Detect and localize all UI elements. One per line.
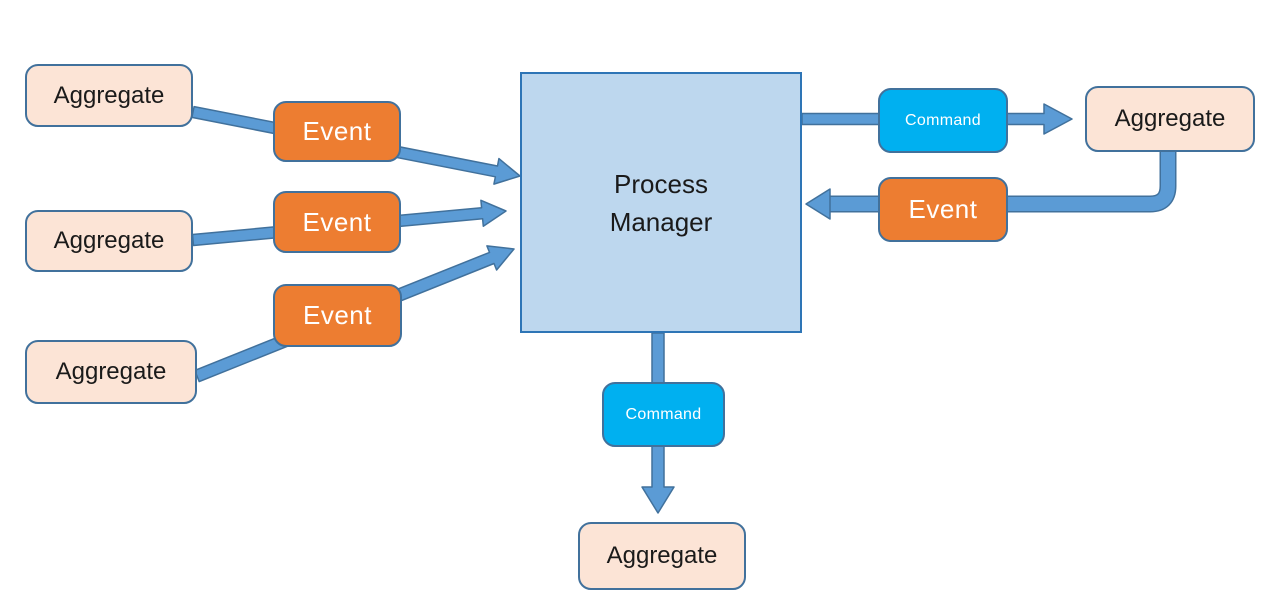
event-label: Event: [908, 194, 978, 224]
event-label: Event: [302, 116, 372, 146]
process-manager-label: Process Manager: [609, 168, 713, 237]
process-manager-node: Process Manager: [520, 72, 802, 333]
aggregate-label: Aggregate: [55, 358, 167, 385]
aggregate-label: Aggregate: [1114, 105, 1226, 132]
event-label: Event: [303, 300, 372, 330]
command-label: Command: [625, 405, 702, 423]
event-left-1-node: Event: [273, 101, 401, 162]
aggregate-bottom-node: Aggregate: [578, 522, 746, 590]
aggregate-label: Aggregate: [53, 81, 165, 109]
aggregate-label: Aggregate: [53, 227, 165, 254]
command-label: Command: [905, 111, 981, 129]
aggregate-label: Aggregate: [606, 542, 718, 569]
event-to-pm-arrowhead: [805, 188, 831, 220]
event-left-3-node: Event: [273, 284, 402, 347]
aggregate-left-3-node: Aggregate: [25, 340, 197, 404]
aggregate-right-node: Aggregate: [1085, 86, 1255, 152]
event-right-node: Event: [878, 177, 1008, 242]
aggregate-left-2-node: Aggregate: [25, 210, 193, 272]
event-left-2-node: Event: [273, 191, 401, 253]
event-label: Event: [302, 206, 372, 237]
command-right-node: Command: [878, 88, 1008, 153]
aggregate-left-1-node: Aggregate: [25, 64, 193, 127]
command-bottom-node: Command: [602, 382, 725, 447]
aggregate-to-event-elbow: [830, 152, 1175, 211]
